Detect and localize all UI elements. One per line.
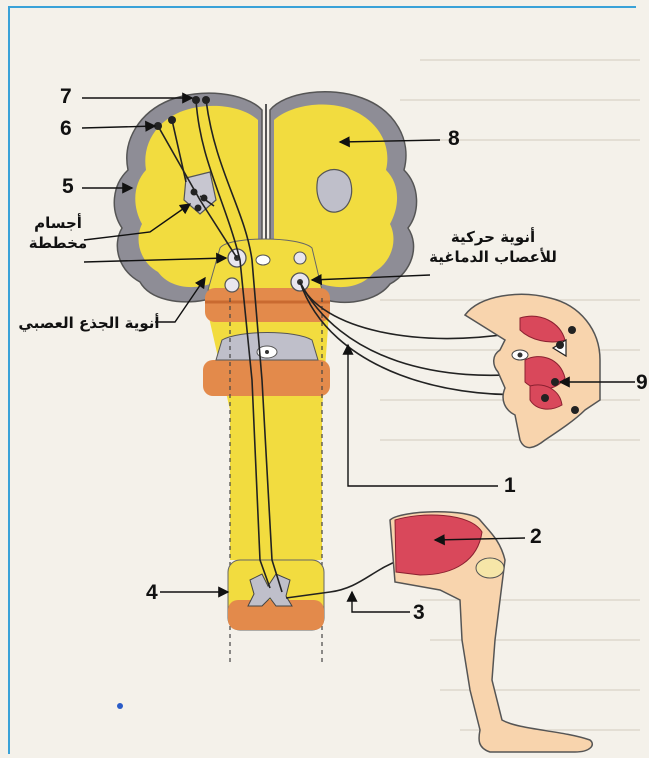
label-8: 8 [448, 128, 460, 149]
label-striated-bodies: أجسام مخططة [28, 214, 88, 253]
label-striated-bodies-line2: مخططة [28, 234, 88, 254]
label-motor-nuclei-line1: أنوية حركية [418, 228, 568, 248]
label-4: 4 [146, 582, 158, 603]
label-5: 5 [62, 176, 74, 197]
head-illustration [465, 294, 600, 447]
label-striated-bodies-line1: أجسام [28, 214, 88, 234]
label-motor-nuclei-line2: للأعصاب الدماغية [418, 248, 568, 268]
label-1: 1 [504, 475, 516, 496]
label-9: 9 [636, 372, 648, 393]
label-3: 3 [413, 602, 425, 623]
label-2: 2 [530, 526, 542, 547]
label-motor-nuclei: أنوية حركية للأعصاب الدماغية [418, 228, 568, 267]
label-7: 7 [60, 86, 72, 107]
ventricle [317, 170, 352, 213]
leg-illustration [390, 512, 592, 752]
label-6: 6 [60, 118, 72, 139]
blue-dot [117, 703, 123, 709]
label-brainstem-nuclei: أنوية الجذع العصبي [14, 314, 164, 334]
